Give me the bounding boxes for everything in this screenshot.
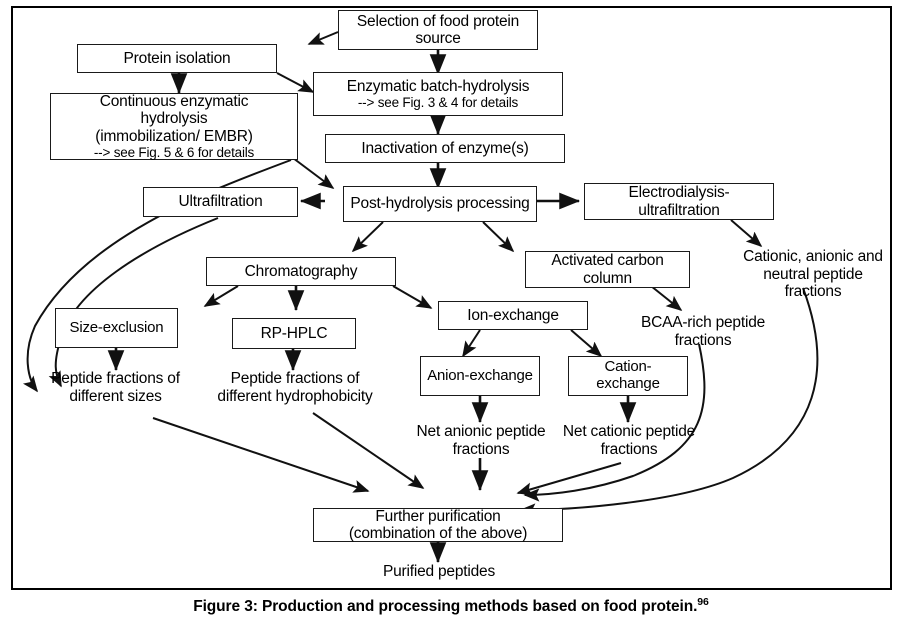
node-anion-exchange[interactable]: Anion-exchange bbox=[420, 356, 540, 396]
node-chromatography[interactable]: Chromatography bbox=[206, 257, 396, 286]
label-peptide-fractions-of-different-sizes: Peptide fractions of different sizes bbox=[51, 370, 180, 405]
node-label: Inactivation of enzyme(s) bbox=[361, 139, 529, 157]
label-net-cationic-peptide-fractions: Net cationic peptide fractions bbox=[562, 423, 696, 458]
node-label: Size-exclusion bbox=[69, 318, 164, 336]
node-label-line2: (combination of the above) bbox=[348, 525, 528, 542]
node-note: --> see Fig. 5 & 6 for details bbox=[93, 144, 255, 160]
label-purified-peptides: Purified peptides bbox=[382, 563, 496, 580]
node-inactivation-of-enzymes[interactable]: Inactivation of enzyme(s) bbox=[325, 134, 565, 163]
node-continuous-enzymatic-hydrolysis[interactable]: Continuous enzymatic hydrolysis (immobil… bbox=[50, 93, 298, 160]
figure-caption: Figure 3: Production and processing meth… bbox=[0, 596, 902, 616]
node-electrodialysis-ultrafiltration[interactable]: Electrodialysis-ultrafiltration bbox=[584, 183, 774, 220]
node-post-hydrolysis-processing[interactable]: Post-hydrolysis processing bbox=[343, 186, 537, 222]
node-note: --> see Fig. 3 & 4 for details bbox=[357, 95, 519, 111]
node-label: Electrodialysis-ultrafiltration bbox=[628, 184, 730, 219]
flowchart-arrows bbox=[22, 31, 819, 564]
node-label: RP-HPLC bbox=[260, 324, 328, 342]
node-label: Activated carbon column bbox=[551, 252, 664, 287]
label-cationic-anionic-neutral-peptide-fractions: Cationic, anionic and neutral peptide fr… bbox=[743, 248, 883, 301]
node-label-line1: Further purification bbox=[375, 507, 501, 525]
node-label: Chromatography bbox=[244, 262, 358, 280]
node-selection-of-food-protein-source[interactable]: Selection of food protein source bbox=[338, 10, 538, 50]
node-label: Ultrafiltration bbox=[178, 193, 263, 211]
node-label: Post-hydrolysis processing bbox=[350, 195, 530, 213]
node-label-line1: Continuous enzymatic bbox=[99, 92, 249, 110]
label-net-anionic-peptide-fractions: Net anionic peptide fractions bbox=[416, 423, 546, 458]
node-further-purification[interactable]: Further purification (combination of the… bbox=[313, 508, 563, 542]
node-cation-exchange[interactable]: Cation-exchange bbox=[568, 356, 688, 396]
figure-frame: Selection of food protein source Protein… bbox=[11, 6, 892, 590]
node-activated-carbon-column[interactable]: Activated carbon column bbox=[525, 251, 690, 288]
node-ultrafiltration[interactable]: Ultrafiltration bbox=[143, 187, 298, 217]
node-label-line2: hydrolysis bbox=[140, 110, 208, 128]
node-label: Ion-exchange bbox=[467, 306, 559, 324]
label-peptide-fractions-of-different-hydrophobicity: Peptide fractions of different hydrophob… bbox=[217, 370, 373, 405]
node-label: Selection of food protein source bbox=[356, 12, 520, 47]
node-label-line3: (immobilization/ EMBR) bbox=[95, 127, 253, 145]
label-bcaa-rich-peptide-fractions: BCAA-rich peptide fractions bbox=[640, 314, 766, 349]
node-rp-hplc[interactable]: RP-HPLC bbox=[232, 318, 356, 349]
node-ion-exchange[interactable]: Ion-exchange bbox=[438, 301, 588, 330]
node-label: Enzymatic batch-hydrolysis bbox=[346, 77, 530, 95]
caption-reference: 96 bbox=[697, 596, 709, 608]
caption-text: Figure 3: Production and processing meth… bbox=[193, 598, 698, 616]
node-enzymatic-batch-hydrolysis[interactable]: Enzymatic batch-hydrolysis --> see Fig. … bbox=[313, 72, 563, 116]
node-size-exclusion[interactable]: Size-exclusion bbox=[55, 308, 178, 348]
node-protein-isolation[interactable]: Protein isolation bbox=[77, 44, 277, 73]
node-label: Protein isolation bbox=[123, 49, 231, 67]
node-label: Anion-exchange bbox=[427, 366, 533, 384]
node-label: Cation-exchange bbox=[596, 358, 660, 392]
